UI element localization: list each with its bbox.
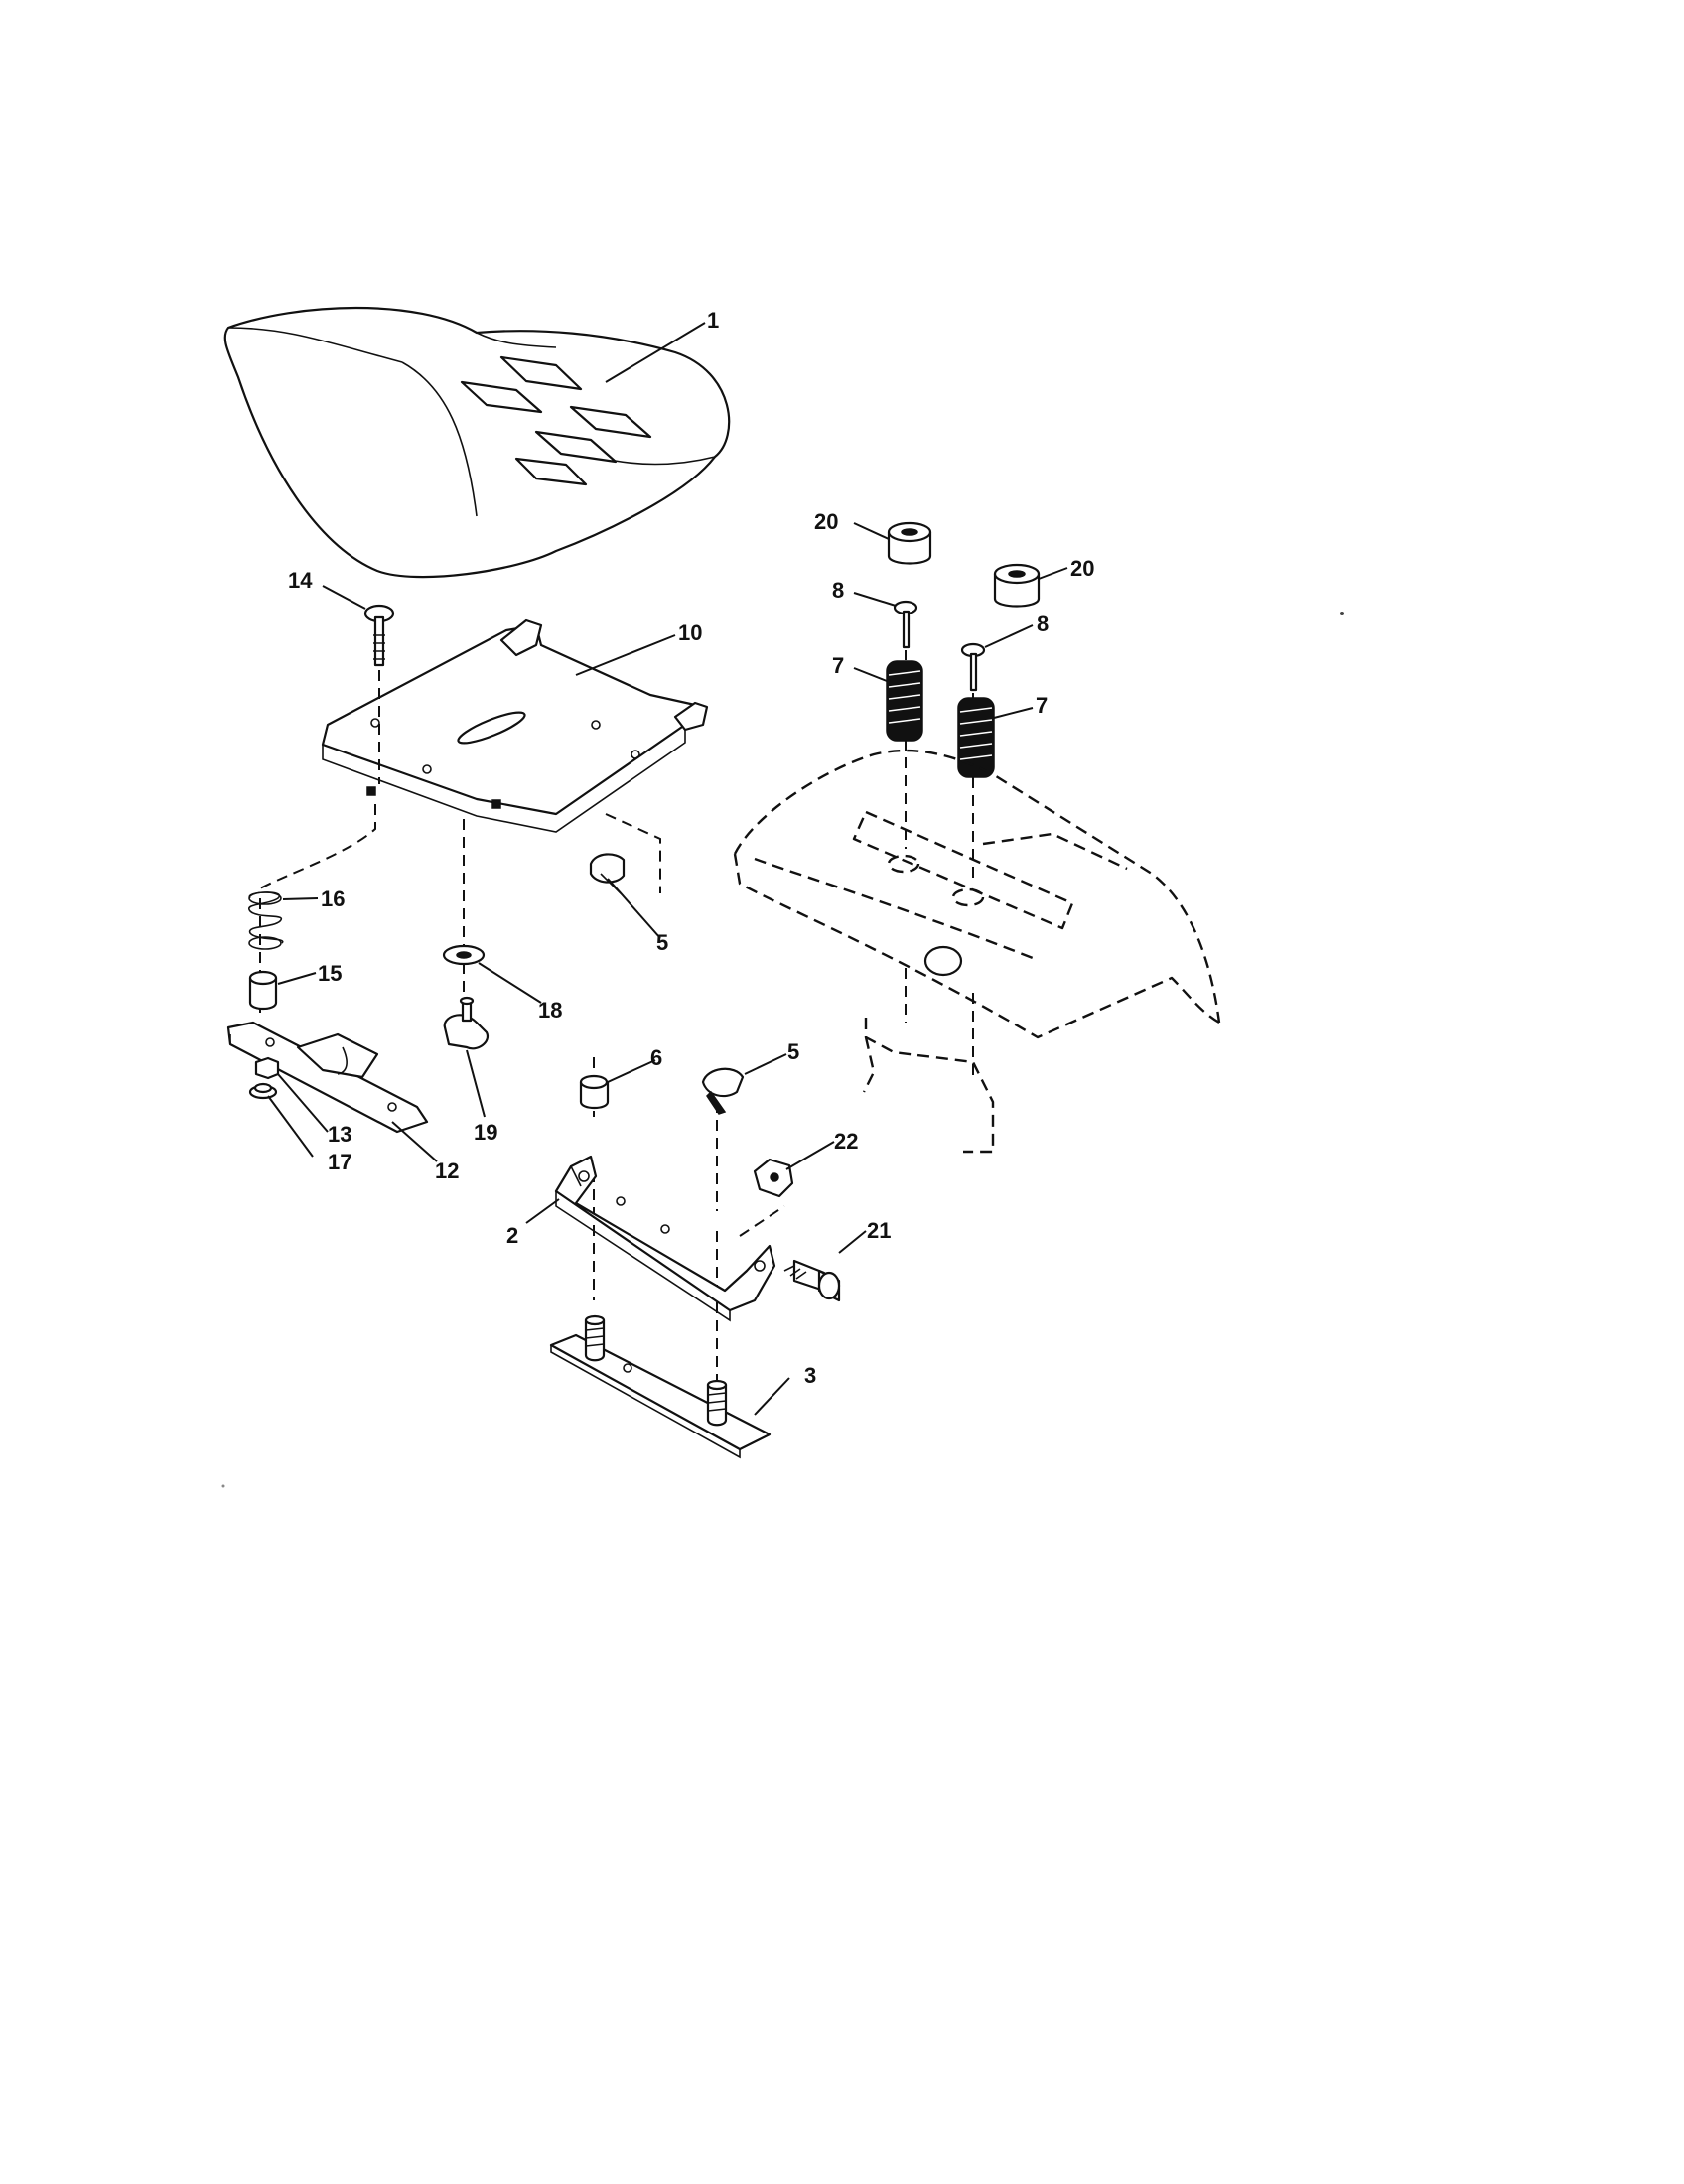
callout-16: 16 [321,887,345,911]
screw-part-8-b [960,642,986,692]
callout-18: 18 [538,998,562,1023]
callout-5-b: 5 [787,1039,799,1064]
scan-speck [221,1484,225,1488]
callout-14: 14 [288,568,313,593]
callout-12: 12 [435,1159,459,1183]
slide-bracket-part-12 [226,1021,429,1134]
callout-5-a: 5 [656,930,668,955]
nut-part-6 [579,1074,610,1110]
seat-part-1 [223,306,731,579]
callout-20-b: 20 [1070,556,1094,581]
callout-7-b: 7 [1036,693,1048,718]
leader-lines [267,322,1068,1416]
fender-dashed-outline [733,749,1221,1154]
callout-13: 13 [328,1122,351,1147]
spacer-part-20-b [993,563,1041,608]
bolt-part-14 [363,604,395,667]
callout-7-a: 7 [832,653,844,678]
nut-part-22 [753,1158,794,1198]
callout-6: 6 [650,1045,662,1070]
bolt-part-21 [783,1259,841,1302]
spacer-part-20-a [887,521,932,565]
callout-3: 3 [804,1363,816,1388]
callout-15: 15 [318,961,342,986]
spring-part-16 [247,891,284,950]
screw-part-8-a [893,600,918,649]
callout-10: 10 [678,620,702,645]
callout-labels: 1 20 20 14 10 8 8 7 7 16 5 15 18 6 5 13 … [288,308,1094,1388]
seat-stop-part-5-a [589,853,626,894]
plate-part-3 [549,1314,772,1459]
callout-19: 19 [474,1120,497,1145]
seat-pan-part-10 [321,618,709,833]
knob-part-19 [443,996,490,1050]
callout-21: 21 [867,1218,891,1243]
spring-part-7-a [886,660,923,742]
bushing-part-15 [248,970,278,1011]
washer-part-18 [442,944,486,966]
callout-17: 17 [328,1150,351,1174]
callout-8-b: 8 [1037,612,1049,636]
pivot-bracket-part-2 [554,1155,776,1322]
callout-8-a: 8 [832,578,844,603]
callout-1: 1 [707,308,719,333]
nut-part-13 [254,1056,280,1080]
spring-part-7-b [957,697,995,778]
callout-20-a: 20 [814,509,838,534]
scan-speck [1340,612,1344,615]
callout-22: 22 [834,1129,858,1154]
washer-part-17 [248,1082,278,1100]
callout-2: 2 [506,1223,518,1248]
knob-part-5-b [701,1067,745,1115]
